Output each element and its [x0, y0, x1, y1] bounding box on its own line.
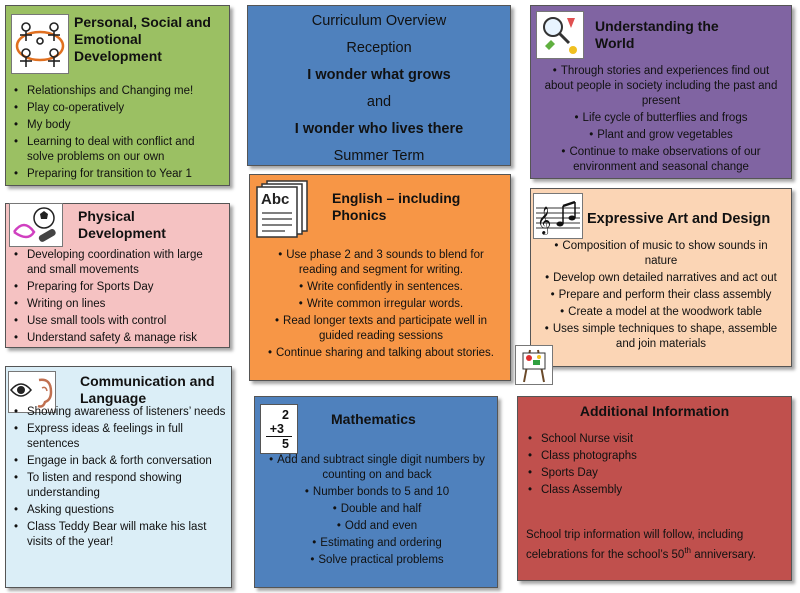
- additional-list: School Nurse visit Class photographs Spo…: [526, 432, 781, 500]
- overview-title: Curriculum Overview: [311, 13, 447, 29]
- list-item: Preparing for Sports Day: [12, 280, 224, 295]
- list-item: Create a model at the woodwork table: [537, 305, 785, 320]
- expressive-panel: 𝄞 Expressive Art and Design Composition …: [530, 188, 792, 367]
- list-item: Use small tools with control: [12, 314, 224, 329]
- list-item: Read longer texts and participate well i…: [258, 314, 504, 344]
- communication-title: Communication and Language: [80, 373, 215, 406]
- list-item: Develop own detailed narratives and act …: [537, 271, 785, 286]
- maths-list: Add and subtract single digit numbers by…: [261, 453, 493, 570]
- list-item: Continue to make observations of our env…: [537, 145, 785, 175]
- list-item: Asking questions: [12, 503, 227, 518]
- physical-list: Developing coordination with large and s…: [12, 248, 224, 348]
- list-item: Through stories and experiences find out…: [537, 64, 785, 109]
- additional-title: Additional Information: [579, 403, 730, 419]
- list-item: Engage in back & forth conversation: [12, 454, 227, 469]
- list-item: School Nurse visit: [526, 432, 781, 447]
- easel-icon: [515, 345, 553, 385]
- physical-title: Physical Development: [78, 208, 166, 241]
- list-item: Continue sharing and talking about stori…: [258, 346, 504, 361]
- list-item: Play co-operatively: [12, 101, 224, 116]
- list-item: Writing on lines: [12, 297, 224, 312]
- list-item: Life cycle of butterflies and frogs: [537, 111, 785, 126]
- list-item: Class photographs: [526, 449, 781, 464]
- list-item: Prepare and perform their class assembly: [537, 288, 785, 303]
- list-item: Add and subtract single digit numbers by…: [261, 453, 493, 483]
- overview-panel: Curriculum Overview Reception I wonder w…: [247, 5, 511, 166]
- list-item: Relationships and Changing me!: [12, 84, 224, 99]
- list-item: Double and half: [261, 502, 493, 517]
- overview-and: and: [366, 94, 392, 110]
- english-panel: Abc English – including Phonics Use phas…: [249, 174, 511, 381]
- school-trip-note: School trip information will follow, inc…: [526, 529, 756, 561]
- list-item: Class Assembly: [526, 483, 781, 498]
- list-item: Uses simple techniques to shape, assembl…: [537, 322, 785, 352]
- list-item: Use phase 2 and 3 sounds to blend for re…: [258, 248, 504, 278]
- list-item: Developing coordination with large and s…: [12, 248, 224, 278]
- list-item: Express ideas & feelings in full sentenc…: [12, 422, 227, 452]
- additional-panel: Additional Information School Nurse visi…: [517, 396, 792, 581]
- physical-panel: Physical Development Developing coordina…: [5, 203, 230, 348]
- sum-mid: +3: [266, 422, 292, 437]
- maths-title: Mathematics: [331, 411, 416, 427]
- children-circle-icon: [11, 14, 69, 74]
- maths-panel: 2 +3 5 Mathematics Add and subtract sing…: [254, 396, 498, 588]
- expressive-title: Expressive Art and Design: [587, 211, 771, 227]
- magnifier-science-icon: [536, 11, 584, 59]
- svg-text:𝄞: 𝄞: [537, 206, 551, 235]
- list-item: Write confidently in sentences.: [258, 280, 504, 295]
- list-item: Understand safety & manage risk: [12, 331, 224, 346]
- list-item: Write common irregular words.: [258, 297, 504, 312]
- sum-bottom: 5: [282, 437, 289, 451]
- list-item: To listen and respond showing understand…: [12, 471, 227, 501]
- world-panel: Understanding the World Through stories …: [530, 5, 792, 179]
- abc-label: Abc: [261, 191, 290, 208]
- addition-sum-icon: 2 +3 5: [260, 404, 298, 454]
- english-title: English – including Phonics: [332, 190, 461, 223]
- list-item: Odd and even: [261, 519, 493, 534]
- pse-list: Relationships and Changing me! Play co-o…: [12, 84, 224, 184]
- list-item: My body: [12, 118, 224, 133]
- communication-list: Showing awareness of listeners’ needs Ex…: [12, 405, 227, 552]
- list-item: Class Teddy Bear will make his last visi…: [12, 520, 227, 550]
- music-notes-icon: 𝄞: [533, 193, 583, 239]
- overview-term: Summer Term: [333, 148, 425, 164]
- pse-title: Personal, Social and Emotional Developme…: [74, 14, 211, 64]
- overview-class: Reception: [346, 40, 412, 56]
- world-list: Through stories and experiences find out…: [537, 64, 785, 177]
- pse-panel: Personal, Social and Emotional Developme…: [5, 5, 230, 186]
- list-item: Composition of music to show sounds in n…: [537, 239, 785, 269]
- list-item: Solve practical problems: [261, 553, 493, 568]
- list-item: Number bonds to 5 and 10: [261, 485, 493, 500]
- world-title: Understanding the World: [595, 18, 719, 51]
- sports-ball-icon: [9, 203, 63, 247]
- document-abc-icon: Abc: [255, 179, 313, 239]
- list-item: Showing awareness of listeners’ needs: [12, 405, 227, 420]
- overview-topic-1: I wonder what grows: [307, 67, 451, 83]
- list-item: Plant and grow vegetables: [537, 128, 785, 143]
- list-item: Sports Day: [526, 466, 781, 481]
- expressive-list: Composition of music to show sounds in n…: [537, 239, 785, 354]
- english-list: Use phase 2 and 3 sounds to blend for re…: [258, 248, 504, 363]
- list-item: Preparing for transition to Year 1: [12, 167, 224, 182]
- communication-panel: Communication and Language Showing aware…: [5, 366, 232, 588]
- list-item: Learning to deal with conflict and solve…: [12, 135, 224, 165]
- overview-topic-2: I wonder who lives there: [294, 121, 464, 137]
- sum-top: 2: [282, 408, 289, 422]
- list-item: Estimating and ordering: [261, 536, 493, 551]
